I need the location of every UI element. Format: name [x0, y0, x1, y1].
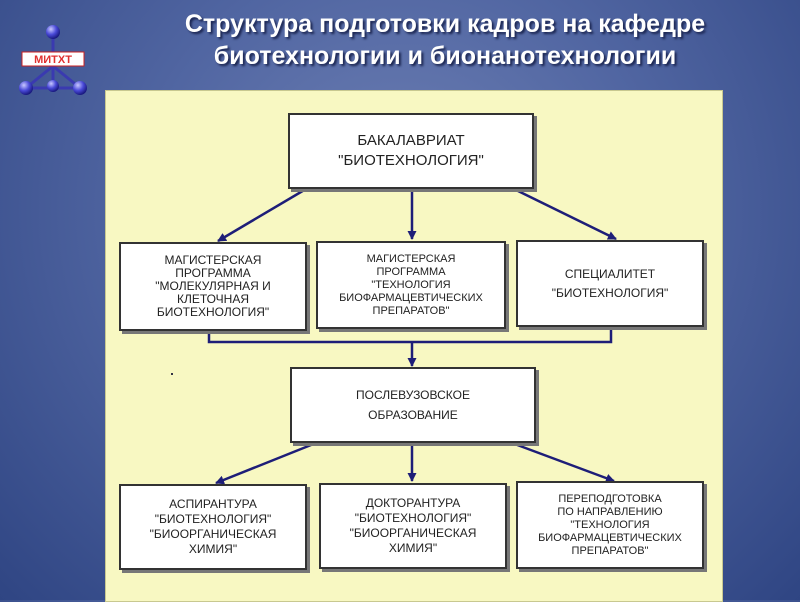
retraining-box: ПЕРЕПОДГОТОВКА ПО НАПРАВЛЕНИЮ "ТЕХНОЛОГИ…	[516, 481, 704, 569]
box-text: "БИОТЕХНОЛОГИЯ"	[354, 511, 472, 525]
box-text: ПРЕПАРАТОВ"	[372, 304, 450, 317]
box-text: "БИОТЕХНОЛОГИЯ"	[154, 512, 272, 526]
merge-bracket	[207, 329, 613, 344]
box-text: ПРОГРАММА	[376, 265, 446, 278]
doktorantura-box: ДОКТОРАНТУРА "БИОТЕХНОЛОГИЯ" "БИООРГАНИЧ…	[319, 483, 507, 569]
arrow-to-retraining	[511, 441, 615, 483]
box-text: "ТЕХНОЛОГИЯ	[570, 518, 650, 531]
box-text: "БИОТЕХНОЛОГИЯ"	[551, 285, 669, 300]
box-text: КЛЕТОЧНАЯ	[176, 292, 250, 306]
master-molecular-box: МАГИСТЕРСКАЯ ПРОГРАММА "МОЛЕКУЛЯРНАЯ И К…	[119, 242, 307, 331]
molecule-logo-icon: МИТХТ	[12, 22, 94, 98]
box-text: ПО НАПРАВЛЕНИЮ	[557, 505, 663, 518]
box-text: "БИООРГАНИЧЕСКАЯ	[149, 527, 277, 541]
box-text: БИОТЕХНОЛОГИЯ"	[156, 305, 270, 319]
aspirantura-box: АСПИРАНТУРА "БИОТЕХНОЛОГИЯ" "БИООРГАНИЧЕ…	[119, 484, 307, 570]
arrow-to-master-molecular	[217, 187, 307, 243]
specialist-box: СПЕЦИАЛИТЕТ "БИОТЕХНОЛОГИЯ"	[516, 240, 704, 327]
box-text: ПРОГРАММА	[175, 266, 251, 280]
postgraduate-box: ПОСЛЕВУЗОВСКОЕ ОБРАЗОВАНИЕ	[290, 367, 536, 443]
bachelor-line-2: "БИОТЕХНОЛОГИЯ"	[338, 152, 484, 169]
box-text: "ТЕХНОЛОГИЯ	[371, 278, 451, 291]
title-line-1: Структура подготовки кадров на кафедре	[184, 10, 706, 38]
master-biopharma-box: МАГИСТЕРСКАЯ ПРОГРАММА "ТЕХНОЛОГИЯ БИОФА…	[316, 241, 506, 329]
title-line-2: биотехнологии и бионанотехнологии	[213, 42, 677, 70]
stray-dot	[171, 373, 173, 375]
structure-diagram: БАКАЛАВРИАТ "БИОТЕХНОЛОГИЯ" МАГИСТЕРСКАЯ…	[105, 90, 723, 602]
box-text: ПЕРЕПОДГОТОВКА	[558, 492, 662, 505]
box-text: "БИООРГАНИЧЕСКАЯ	[349, 526, 477, 540]
box-text: БИОФАРМАЦЕВТИЧЕСКИХ	[339, 291, 483, 304]
box-text: АСПИРАНТУРА	[169, 497, 257, 511]
connector-lines	[207, 187, 617, 485]
box-text: ПОСЛЕВУЗОВСКОЕ	[356, 388, 470, 402]
box-text: СПЕЦИАЛИТЕТ	[564, 266, 656, 281]
box-text: МАГИСТЕРСКАЯ	[366, 252, 456, 265]
box-text: ПРЕПАРАТОВ"	[571, 544, 649, 557]
bachelor-box: БАКАЛАВРИАТ "БИОТЕХНОЛОГИЯ"	[288, 113, 534, 189]
box-text: ХИМИЯ"	[388, 541, 438, 555]
box-text: ДОКТОРАНТУРА	[365, 496, 461, 510]
bachelor-line-1: БАКАЛАВРИАТ	[357, 132, 465, 149]
arrow-to-aspirantura	[215, 441, 317, 485]
logo-text: МИТХТ	[34, 54, 72, 66]
box-text: БИОФАРМАЦЕВТИЧЕСКИХ	[538, 531, 682, 544]
box-text: ХИМИЯ"	[188, 542, 238, 556]
box-text: "МОЛЕКУЛЯРНАЯ И	[155, 279, 271, 293]
box-text: МАГИСТЕРСКАЯ	[164, 253, 262, 267]
box-text: ОБРАЗОВАНИЕ	[368, 408, 458, 422]
slide-title: Структура подготовки кадров на кафедре б…	[100, 8, 790, 72]
arrow-to-specialist	[513, 187, 617, 241]
